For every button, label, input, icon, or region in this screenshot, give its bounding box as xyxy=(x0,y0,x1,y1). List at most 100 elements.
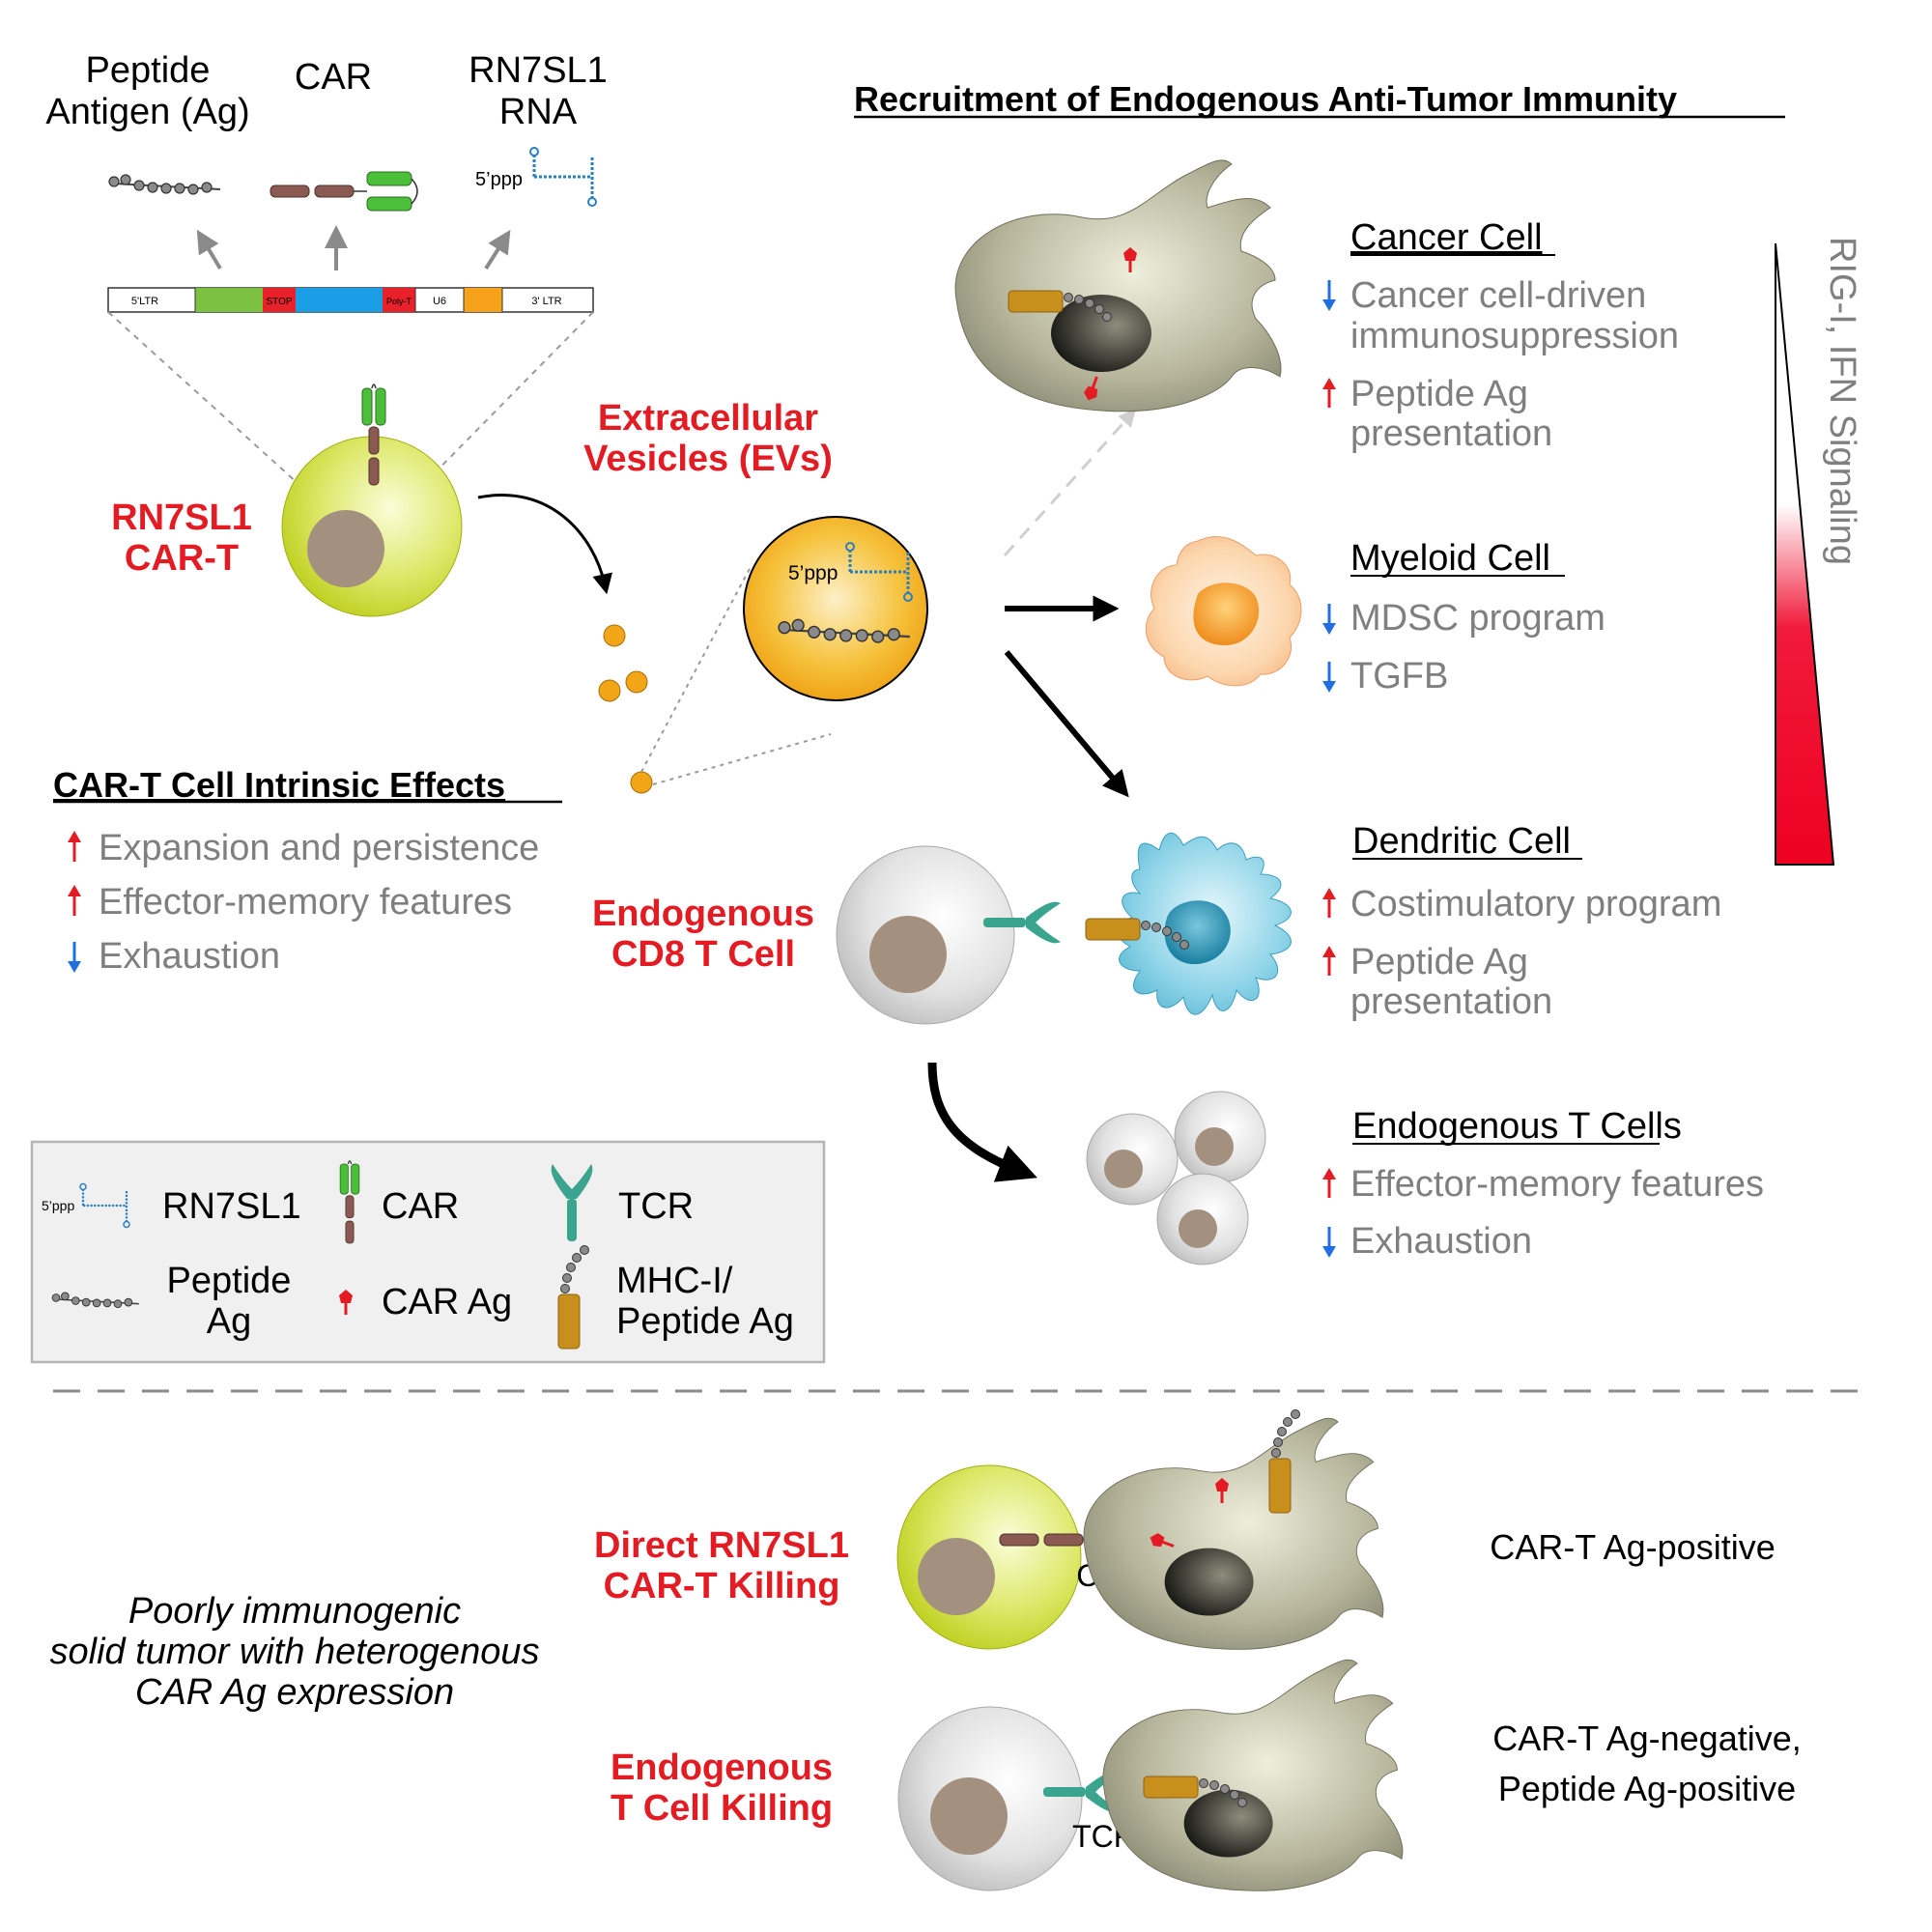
svg-text:TGFB: TGFB xyxy=(1350,656,1448,696)
legend-car: CAR xyxy=(382,1186,459,1227)
ev-label: Extracellular xyxy=(598,398,818,439)
cd8-label: Endogenous xyxy=(592,894,814,934)
direct-killing-label: Direct RN7SL1 xyxy=(594,1525,849,1566)
direct-killing-label-2: CAR-T Killing xyxy=(604,1566,840,1606)
svg-text:presentation: presentation xyxy=(1350,413,1552,454)
intrinsic-item-2: Effector-memory features xyxy=(68,882,512,923)
cd8-label-2: CD8 T Cell xyxy=(611,934,795,975)
legend-peptide-2: Ag xyxy=(207,1301,251,1342)
svg-text:Exhaustion: Exhaustion xyxy=(99,936,280,977)
down-arrow-icon xyxy=(1322,1246,1336,1258)
svg-text:Costimulatory program: Costimulatory program xyxy=(1350,884,1721,924)
cancer-cell-top xyxy=(954,159,1282,412)
bottom-panel: Poorly immunogenic solid tumor with hete… xyxy=(50,1409,1802,1891)
bottom-cart-cell xyxy=(896,1464,1148,1650)
seg-u6: U6 xyxy=(433,296,446,307)
up-arrow-icon xyxy=(68,885,81,896)
up-arrow-icon xyxy=(1322,946,1336,957)
legend-mhc: MHC-I/ xyxy=(616,1261,733,1301)
up-arrow-icon xyxy=(1322,1168,1336,1179)
bottom-t-cell xyxy=(897,1706,1121,1891)
zoom-line-right xyxy=(410,311,594,498)
intrinsic-item-1: Expansion and persistence xyxy=(68,828,539,868)
extracellular-vesicle: Extracellular Vesicles (EVs) 5’ppp xyxy=(583,398,928,701)
cart-to-ev-arrow xyxy=(477,494,612,595)
car-glyph xyxy=(270,171,418,212)
zoom-line-left xyxy=(107,311,320,503)
myeloid-cell-title: Myeloid Cell xyxy=(1350,538,1550,579)
down-arrow-icon xyxy=(1322,623,1336,635)
endogenous-t-title: Endogenous T Cells xyxy=(1352,1106,1682,1147)
down-arrow-icon xyxy=(1322,299,1336,311)
up-arrow-icon xyxy=(1322,888,1336,899)
legend-ppp: 5’ppp xyxy=(42,1198,74,1213)
svg-text:Cancer cell-driven: Cancer cell-driven xyxy=(1350,275,1646,316)
bottom-cancer-cell-1 xyxy=(1083,1409,1384,1650)
down-arrow-icon xyxy=(1322,681,1336,693)
seg-3ltr: 3' LTR xyxy=(531,296,561,307)
legend-rn7sl1: RN7SL1 xyxy=(162,1186,301,1227)
endo-killing-label: Endogenous xyxy=(611,1747,833,1788)
dendritic-cell-effects: Dendritic Cell Costimulatory program Pep… xyxy=(1322,821,1721,1022)
seg-5ltr: 5'LTR xyxy=(131,296,158,307)
ev-zoom-line-bottom xyxy=(652,733,832,785)
cart-cell: RN7SL1 CAR-T xyxy=(111,384,463,617)
cart-label-2: CAR-T xyxy=(125,538,239,579)
intrinsic-effects: CAR-T Cell Intrinsic Effects Expansion a… xyxy=(53,765,562,977)
intrinsic-title: CAR-T Cell Intrinsic Effects xyxy=(53,765,505,805)
legend-peptide: Peptide xyxy=(167,1261,292,1301)
arrow-ev-to-dendritic xyxy=(1004,650,1129,798)
svg-text:Peptide Ag: Peptide Ag xyxy=(1350,942,1528,982)
peptide-antigen-label-2: Antigen (Ag) xyxy=(45,92,249,132)
seg-polyt: Poly-T xyxy=(386,297,412,306)
down-arrow-icon xyxy=(68,961,81,973)
intrinsic-item-3: Exhaustion xyxy=(68,936,280,977)
tumor-description: Poorly immunogenic xyxy=(128,1591,461,1632)
endogenous-t-effects: Endogenous T Cells Effector-memory featu… xyxy=(1322,1106,1764,1262)
car-product-label: CAR xyxy=(295,57,372,98)
outcome-ag-negative-2: Peptide Ag-positive xyxy=(1498,1769,1796,1808)
arrow-ev-to-cancer xyxy=(1003,409,1137,557)
ppp-label: 5’ppp xyxy=(475,169,523,190)
svg-text:immunosuppression: immunosuppression xyxy=(1350,316,1679,356)
ev-zoom-line-top xyxy=(640,564,753,773)
svg-text:presentation: presentation xyxy=(1350,981,1552,1022)
cancer-cell-effects: Cancer Cell Cancer cell-driven immunosup… xyxy=(1322,217,1679,454)
svg-text:Effector-memory features: Effector-memory features xyxy=(99,882,512,923)
svg-text:Expansion and persistence: Expansion and persistence xyxy=(99,828,539,868)
outcome-ag-negative: CAR-T Ag-negative, xyxy=(1492,1719,1801,1758)
myeloid-cell xyxy=(1145,536,1302,687)
svg-text:Effector-memory features: Effector-memory features xyxy=(1350,1164,1764,1205)
myeloid-cell-effects: Myeloid Cell MDSC program TGFB xyxy=(1322,538,1605,696)
recruitment-title: Recruitment of Endogenous Anti-Tumor Imm… xyxy=(854,79,1677,119)
peptide-glyph xyxy=(108,174,221,195)
dendritic-cell xyxy=(1085,833,1292,1015)
tumor-description-2: solid tumor with heterogenous xyxy=(50,1632,540,1672)
svg-text:Exhaustion: Exhaustion xyxy=(1350,1221,1532,1262)
rna-glyph xyxy=(528,146,598,208)
ev-ppp-label: 5’ppp xyxy=(788,562,838,584)
arrow-to-rna xyxy=(484,229,511,270)
rna-product-label-2: RNA xyxy=(499,92,578,132)
svg-text:Peptide Ag: Peptide Ag xyxy=(1350,374,1528,414)
signaling-gradient: RIG-I, IFN Signaling xyxy=(1775,237,1862,866)
legend-box: 5’ppp RN7SL1 CAR TCR Peptide Ag CAR Ag M… xyxy=(30,1140,826,1364)
legend-mhc-2: Peptide Ag xyxy=(616,1301,794,1342)
endo-killing-label-2: T Cell Killing xyxy=(611,1788,833,1829)
svg-text:MDSC program: MDSC program xyxy=(1350,598,1605,639)
legend-car-ag: CAR Ag xyxy=(382,1282,512,1322)
signaling-label: RIG-I, IFN Signaling xyxy=(1822,237,1862,565)
endogenous-t-cells xyxy=(1086,1091,1266,1265)
legend-tcr: TCR xyxy=(618,1186,694,1227)
vector-bar: 5'LTR STOP Poly-T U6 3' LTR xyxy=(107,287,594,313)
cd8-t-cell: Endogenous CD8 T Cell xyxy=(592,845,1061,1025)
small-evs xyxy=(598,624,653,794)
recruitment-section: Recruitment of Endogenous Anti-Tumor Imm… xyxy=(854,79,1785,119)
up-arrow-icon xyxy=(68,831,81,842)
peptide-antigen-label: Peptide xyxy=(86,50,211,91)
dendritic-cell-title: Dendritic Cell xyxy=(1352,821,1571,862)
seg-stop: STOP xyxy=(266,297,292,307)
ev-label-2: Vesicles (EVs) xyxy=(583,439,833,479)
arrow-to-peptide xyxy=(196,229,222,270)
